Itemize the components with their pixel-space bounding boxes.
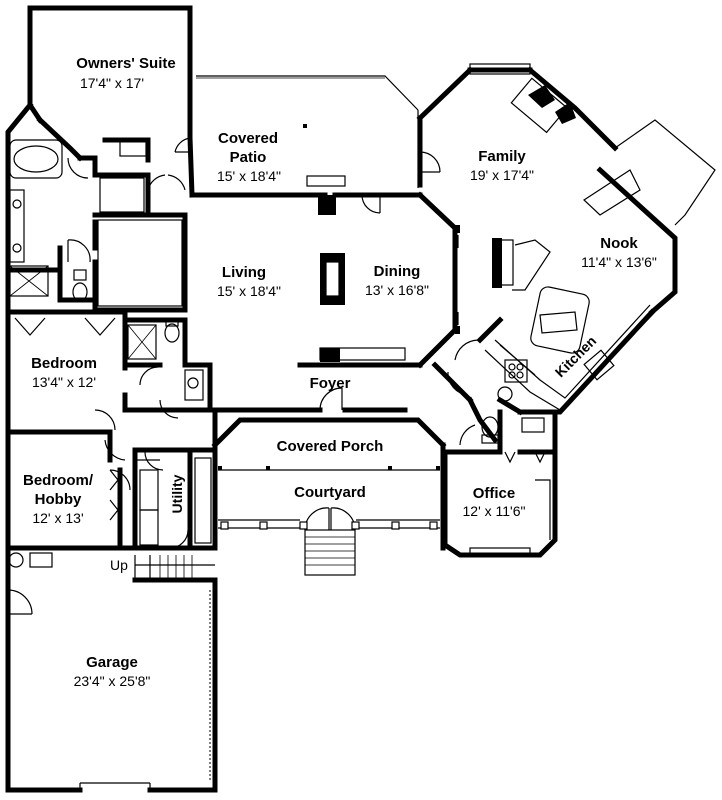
dining-name: Dining xyxy=(374,263,421,280)
stair-up-label: Up xyxy=(110,557,128,573)
office-dims: 12' x 11'6" xyxy=(463,503,526,519)
covered-patio-name-line1: Covered xyxy=(218,130,278,147)
living-dims: 15' x 18'4" xyxy=(217,283,281,299)
dining-label: Dining 13' x 16'8" xyxy=(365,263,429,298)
covered-patio-dims: 15' x 18'4" xyxy=(217,168,281,184)
bedroom-hobby-dims: 12' x 13' xyxy=(32,510,83,526)
family-dims: 19' x 17'4" xyxy=(470,167,534,183)
garage-dims: 23'4" x 25'8" xyxy=(74,673,151,689)
covered-patio-label: Covered Patio 15' x 18'4" xyxy=(217,130,281,184)
bedroom-label: Bedroom 13'4" x 12' xyxy=(31,355,97,390)
living-name: Living xyxy=(222,264,266,281)
garage-name: Garage xyxy=(86,654,138,671)
bedroom-name: Bedroom xyxy=(31,355,97,372)
bedroom-hobby-label: Bedroom/ Hobby 12' x 13' xyxy=(23,472,94,526)
living-label: Living 15' x 18'4" xyxy=(217,264,281,299)
bedroom-hobby-name-line2: Hobby xyxy=(35,491,82,508)
owners-suite-name: Owners' Suite xyxy=(76,55,175,72)
garage-label: Garage 23'4" x 25'8" xyxy=(74,654,151,689)
nook-label: Nook 11'4" x 13'6" xyxy=(581,235,657,270)
walls xyxy=(5,5,678,793)
covered-patio-name-line2: Patio xyxy=(230,149,267,166)
office-name: Office xyxy=(473,485,516,502)
courtyard-name: Courtyard xyxy=(294,484,366,501)
bedroom-dims: 13'4" x 12' xyxy=(32,374,96,390)
family-name: Family xyxy=(478,148,526,165)
covered-porch-name: Covered Porch xyxy=(277,438,384,455)
detail-lines xyxy=(7,63,716,790)
owners-suite-label: Owners' Suite 17'4" x 17' xyxy=(76,55,175,91)
owners-suite-dims: 17'4" x 17' xyxy=(80,75,144,91)
nook-name: Nook xyxy=(600,235,638,252)
family-label: Family 19' x 17'4" xyxy=(470,148,534,183)
bedroom-hobby-name-line1: Bedroom/ xyxy=(23,472,94,489)
dining-dims: 13' x 16'8" xyxy=(365,282,429,298)
nook-dims: 11'4" x 13'6" xyxy=(581,254,657,270)
office-label: Office 12' x 11'6" xyxy=(463,485,526,519)
utility-name: Utility xyxy=(169,474,185,513)
foyer-name: Foyer xyxy=(310,375,351,392)
